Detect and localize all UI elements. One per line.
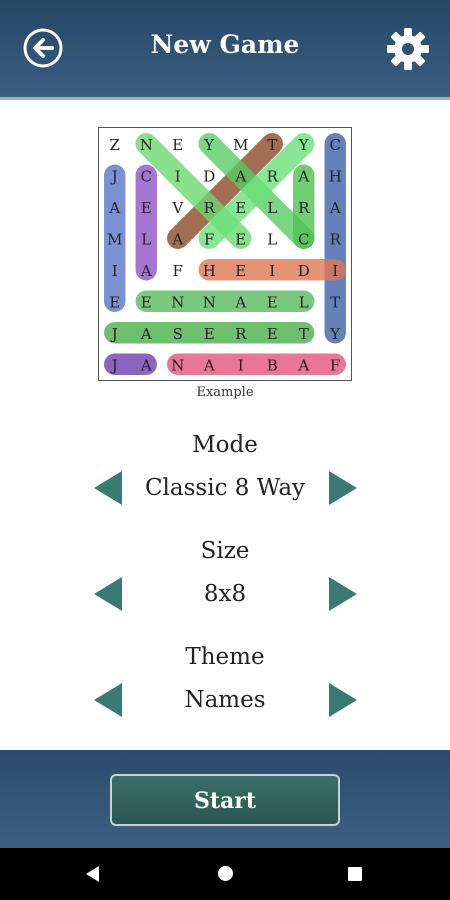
grid-letter: E <box>267 325 278 343</box>
size-prev-arrow-icon[interactable] <box>94 577 122 611</box>
grid-letter: H <box>203 262 216 280</box>
grid-letter: Y <box>329 325 341 343</box>
grid-letter: A <box>297 356 309 374</box>
system-nav-bar <box>0 848 450 900</box>
mode-value: Classic 8 Way <box>144 475 306 501</box>
grid-letter: I <box>112 262 118 280</box>
grid-letter: F <box>204 230 214 248</box>
gear-icon[interactable] <box>386 27 430 71</box>
nav-home-icon[interactable] <box>218 866 233 881</box>
grid-letter: E <box>235 262 246 280</box>
mode-next-arrow-icon[interactable] <box>329 471 357 505</box>
app-header: New Game <box>0 0 450 100</box>
grid-letter: R <box>235 325 247 343</box>
nav-back-icon[interactable] <box>86 866 99 882</box>
grid-letter: J <box>110 325 118 343</box>
grid-letter: L <box>267 199 277 217</box>
theme-label: Theme <box>185 644 265 670</box>
page-title: New Game <box>150 30 300 59</box>
theme-value: Names <box>184 687 266 713</box>
grid-letter: A <box>203 356 215 374</box>
grid-letter: C <box>298 230 309 248</box>
size-next-arrow-icon[interactable] <box>329 577 357 611</box>
mode-label: Mode <box>192 432 258 458</box>
grid-letter: I <box>269 262 275 280</box>
grid-letter: E <box>141 199 152 217</box>
grid-letter: T <box>267 136 277 154</box>
grid-letter: M <box>233 136 248 154</box>
grid-letter: H <box>329 167 342 185</box>
grid-letter: L <box>141 230 151 248</box>
grid-letter: I <box>175 167 181 185</box>
grid-letter: J <box>110 356 118 374</box>
grid-letter: E <box>141 293 152 311</box>
theme-next-arrow-icon[interactable] <box>329 683 357 717</box>
grid-letter: T <box>330 293 340 311</box>
grid-letter: J <box>110 167 118 185</box>
grid-letter: A <box>140 325 152 343</box>
grid-letter: E <box>267 293 278 311</box>
grid-letter: N <box>203 293 216 311</box>
grid-letter: M <box>107 230 122 248</box>
found-word-highlight <box>198 133 315 249</box>
grid-letter: R <box>298 199 310 217</box>
grid-letter: A <box>234 293 246 311</box>
grid-letter: L <box>299 293 309 311</box>
start-button[interactable]: Start <box>110 774 340 826</box>
grid-letter: N <box>140 136 153 154</box>
nav-recent-apps-icon[interactable] <box>348 867 362 881</box>
grid-letter: A <box>171 230 183 248</box>
grid-letter: N <box>171 293 184 311</box>
grid-letter: N <box>171 356 184 374</box>
grid-letter: A <box>140 262 152 280</box>
grid-letter: I <box>238 356 244 374</box>
grid-letter: E <box>235 199 246 217</box>
mode-prev-arrow-icon[interactable] <box>94 471 122 505</box>
grid-letter: V <box>171 199 184 217</box>
grid-letter: A <box>234 167 246 185</box>
size-value: 8x8 <box>203 581 247 607</box>
grid-letter: I <box>332 262 338 280</box>
grid-letter: S <box>173 325 183 343</box>
grid-letter: R <box>267 167 279 185</box>
example-caption: Example <box>196 385 254 400</box>
grid-letter: E <box>109 293 120 311</box>
grid-letter: A <box>108 199 120 217</box>
grid-letter: F <box>330 356 340 374</box>
theme-prev-arrow-icon[interactable] <box>94 683 122 717</box>
grid-letter: E <box>204 325 215 343</box>
grid-letter: R <box>330 230 342 248</box>
grid-letter: A <box>297 167 309 185</box>
grid-letter: Z <box>110 136 120 154</box>
footer-bar: Start <box>0 750 450 848</box>
grid-letter: D <box>203 167 215 185</box>
grid-letter: E <box>172 136 183 154</box>
grid-letter: A <box>140 356 152 374</box>
grid-letter: Y <box>298 136 310 154</box>
grid-letter: C <box>141 167 152 185</box>
size-label: Size <box>200 538 250 564</box>
back-arrow-circle-icon[interactable] <box>22 27 64 69</box>
grid-letter: A <box>329 199 341 217</box>
found-word-highlight <box>167 133 283 249</box>
grid-letter: T <box>299 325 309 343</box>
grid-letter: Y <box>203 136 215 154</box>
grid-letter: D <box>298 262 310 280</box>
grid-letter: C <box>330 136 341 154</box>
grid-letter: L <box>267 230 277 248</box>
grid-letter: F <box>173 262 183 280</box>
grid-letter: B <box>267 356 278 374</box>
grid-letter: E <box>235 230 246 248</box>
grid-letter: R <box>204 199 216 217</box>
